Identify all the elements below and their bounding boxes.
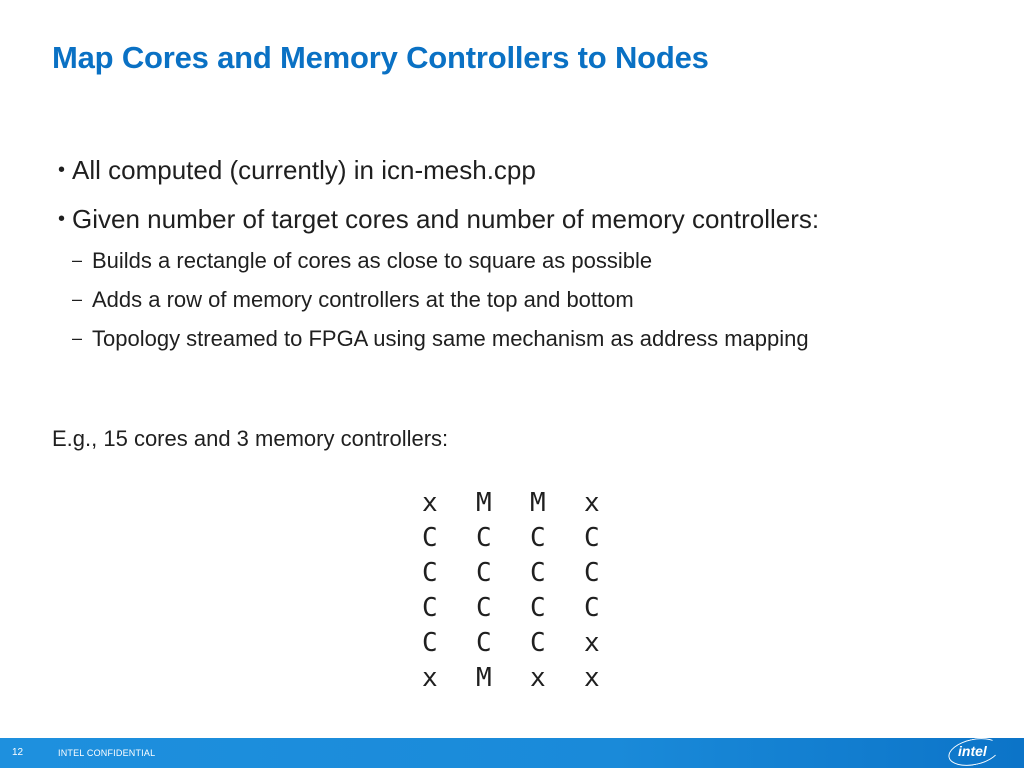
intel-logo-icon: intel — [945, 733, 1003, 770]
bullet-text: All computed (currently) in icn-mesh.cpp — [72, 155, 536, 185]
node-grid: x M M x C C C C C C C C C C C C C C C x … — [418, 485, 634, 695]
node-cell: x — [584, 487, 600, 518]
node-cell: M — [476, 662, 492, 693]
footer-bar: 12 INTEL CONFIDENTIAL intel — [0, 733, 1024, 770]
node-cell: x — [584, 662, 600, 693]
subbullet-item: Topology streamed to FPGA using same mec… — [72, 319, 1008, 358]
node-cell: x — [422, 487, 438, 518]
bullet-list: All computed (currently) in icn-mesh.cpp… — [58, 150, 1008, 367]
slide-title: Map Cores and Memory Controllers to Node… — [52, 40, 709, 75]
node-cell: x — [584, 627, 600, 658]
node-grid-row: C C C x — [418, 625, 634, 660]
node-cell: x — [530, 662, 546, 693]
node-grid-row: C C C C — [418, 590, 634, 625]
logo-text: intel — [958, 743, 987, 759]
subbullet-list: Builds a rectangle of cores as close to … — [72, 241, 1008, 358]
node-cell: C — [530, 557, 546, 588]
node-cell: C — [530, 592, 546, 623]
page-number: 12 — [12, 747, 24, 758]
node-cell: C — [530, 522, 546, 553]
node-grid-row: C C C C — [418, 520, 634, 555]
node-cell: C — [476, 592, 492, 623]
node-cell: C — [422, 522, 438, 553]
bullet-item: All computed (currently) in icn-mesh.cpp — [58, 150, 1008, 190]
node-grid-row: x M x x — [418, 660, 634, 695]
node-grid-row: C C C C — [418, 555, 634, 590]
bullet-item: Given number of target cores and number … — [58, 199, 1008, 358]
node-cell: C — [584, 592, 600, 623]
node-cell: x — [422, 662, 438, 693]
node-cell: C — [422, 592, 438, 623]
node-cell: C — [584, 522, 600, 553]
node-cell: M — [476, 487, 492, 518]
subbullet-item: Adds a row of memory controllers at the … — [72, 280, 1008, 319]
confidential-label: INTEL CONFIDENTIAL — [58, 748, 156, 758]
node-cell: C — [422, 557, 438, 588]
node-cell: C — [476, 522, 492, 553]
node-cell: M — [530, 487, 546, 518]
node-cell: C — [422, 627, 438, 658]
node-cell: C — [476, 627, 492, 658]
node-cell: C — [530, 627, 546, 658]
node-cell: C — [476, 557, 492, 588]
bullet-text: Given number of target cores and number … — [72, 204, 820, 234]
node-cell: C — [584, 557, 600, 588]
subbullet-item: Builds a rectangle of cores as close to … — [72, 241, 1008, 280]
node-grid-row: x M M x — [418, 485, 634, 520]
example-caption: E.g., 15 cores and 3 memory controllers: — [52, 426, 449, 451]
